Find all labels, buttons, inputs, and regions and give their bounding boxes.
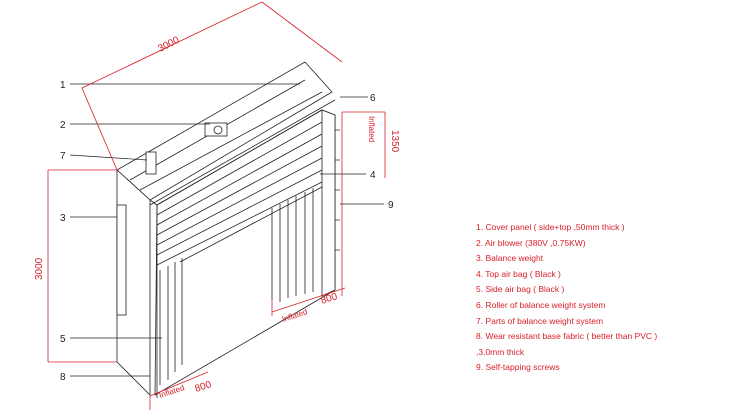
legend-item: 9. Self-tapping screws	[476, 362, 560, 373]
legend-item: 4. Top air bag ( Black )	[476, 268, 561, 279]
bottom-state-right: Inflated	[281, 307, 309, 324]
width-dimension: 3000	[156, 35, 181, 55]
legend-item: 8. Wear resistant base fabric ( better t…	[476, 331, 658, 342]
callout-4: 4	[370, 170, 376, 181]
bottom-depth-right: 800	[320, 291, 340, 307]
dimension-lines	[47, 1, 386, 410]
callout-leaders	[69, 83, 384, 377]
top-depth-dimension: 1350	[389, 130, 400, 153]
legend-item: ,3.0mm thick	[476, 346, 525, 357]
height-dimension: 3000	[34, 257, 45, 280]
bottom-depth-left: 800	[194, 379, 214, 395]
callout-1: 1	[60, 80, 66, 91]
legend-item: 5. Side air bag ( Black )	[476, 284, 565, 295]
callout-8: 8	[60, 372, 66, 383]
legend-item: 1. Cover panel ( side+top ,50mm thick )	[476, 222, 625, 232]
parts-legend: 1. Cover panel ( side+top ,50mm thick ) …	[476, 220, 726, 376]
legend-item: 3. Balance weight	[476, 253, 544, 264]
structure-lines	[116, 61, 340, 398]
legend-item: 6. Roller of balance weight system	[476, 299, 606, 310]
callout-6: 6	[370, 93, 376, 104]
callout-9: 9	[388, 200, 394, 211]
legend-item: 2. Air blower (380V ,0.75KW)	[476, 237, 586, 248]
callout-5: 5	[60, 334, 66, 345]
top-state-label: Inflated	[367, 116, 376, 142]
legend-item: 7. Parts of balance weight system	[476, 315, 604, 326]
callout-3: 3	[60, 213, 66, 224]
callout-2: 2	[60, 120, 66, 131]
callout-7: 7	[60, 151, 66, 162]
bottom-state-left: Inflated	[158, 383, 186, 400]
